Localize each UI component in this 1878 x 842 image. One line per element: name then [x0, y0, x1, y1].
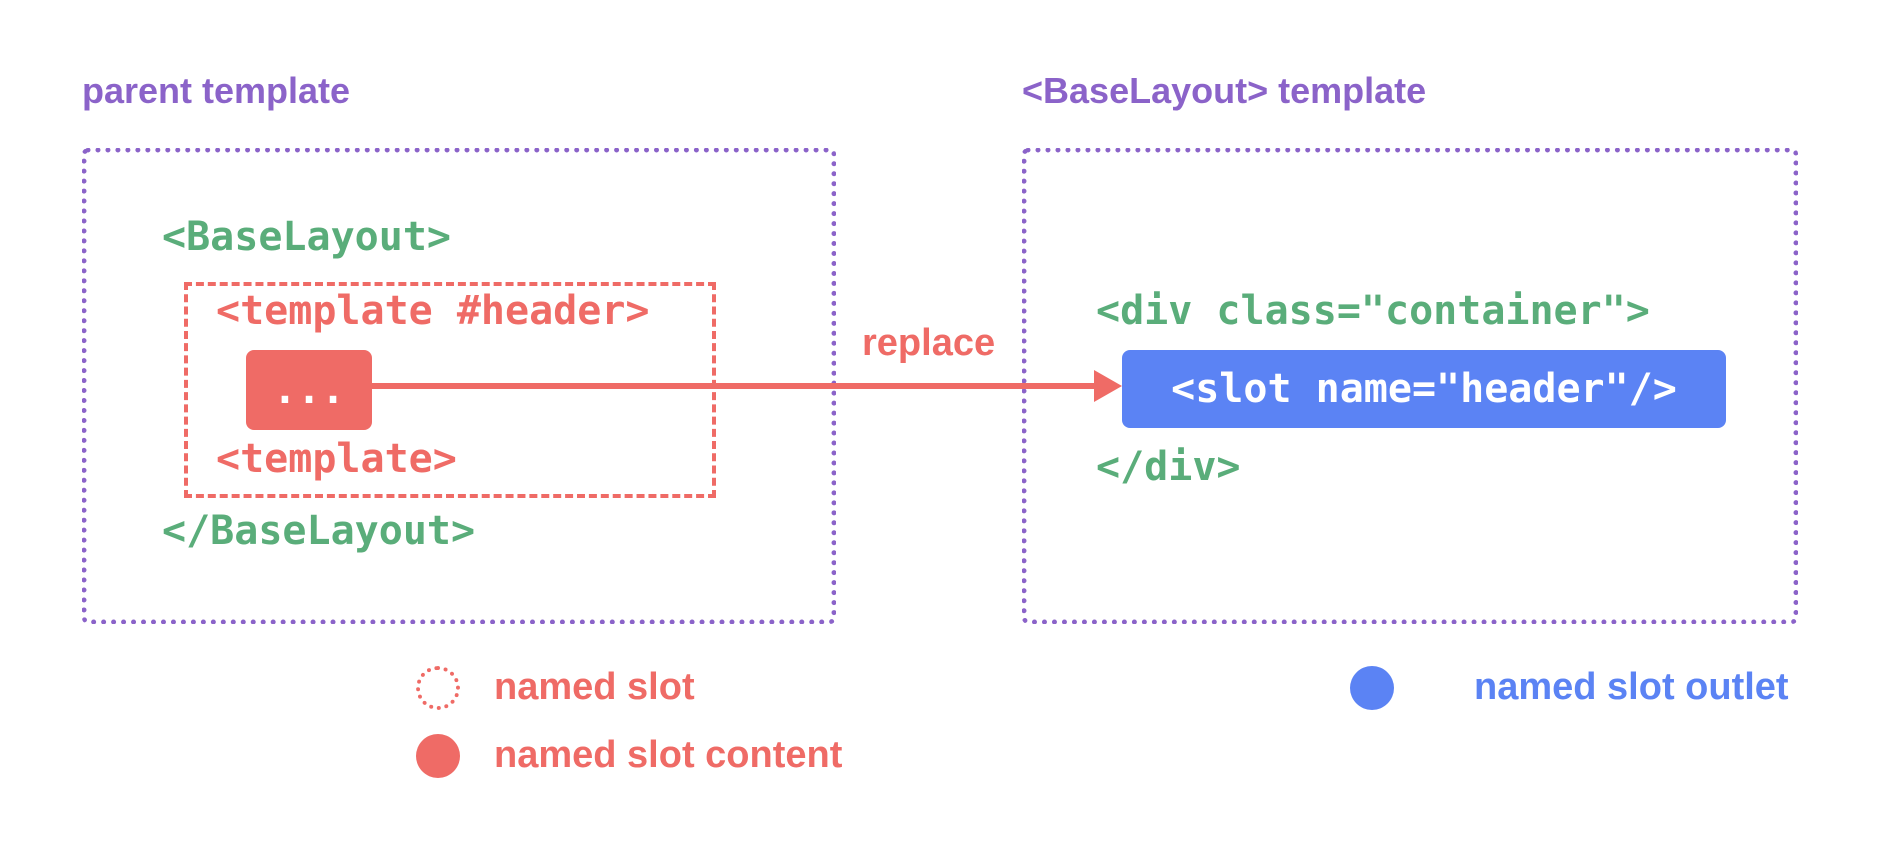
baselayout-template-title: <BaseLayout> template: [1022, 70, 1427, 111]
named-slot-legend-icon: [416, 666, 460, 710]
named-slot-content-legend-label: named slot content: [494, 734, 843, 776]
slot-content-block: ...: [246, 350, 372, 430]
named-slot-legend-label: named slot: [494, 666, 695, 708]
named-slot-outlet-legend-icon: [1350, 666, 1394, 710]
template-close-tag: <template>: [216, 436, 457, 482]
baselayout-close-tag: </BaseLayout>: [162, 508, 476, 554]
parent-template-title: parent template: [82, 70, 351, 111]
named-slot-content-legend-icon: [416, 734, 460, 778]
div-close-tag: </div>: [1096, 444, 1241, 490]
baselayout-open-tag: <BaseLayout>: [162, 214, 451, 260]
named-slot-outlet-legend-label: named slot outlet: [1474, 666, 1789, 708]
div-container-open-tag: <div class="container">: [1096, 288, 1650, 334]
slot-outlet-block: <slot name="header"/>: [1122, 350, 1726, 428]
replace-arrow-head: [1094, 370, 1122, 402]
template-header-open-tag: <template #header>: [216, 288, 650, 334]
replace-label: replace: [862, 322, 996, 364]
named-slot-box: [184, 282, 716, 498]
